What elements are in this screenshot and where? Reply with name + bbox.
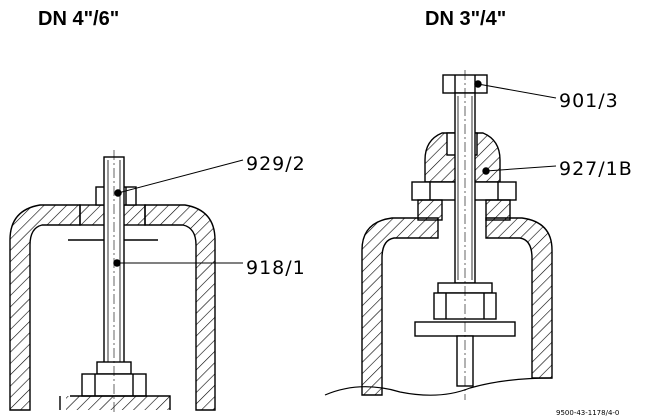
part-label-927-1b: 927/1B bbox=[559, 158, 633, 180]
right-flange-left bbox=[417, 199, 443, 221]
right-assembly bbox=[324, 70, 557, 400]
right-casing-wall-left bbox=[361, 217, 439, 396]
right-flange-right bbox=[485, 199, 511, 221]
left-casing-wall bbox=[9, 204, 81, 411]
title-dn-4-6: DN 4"/6" bbox=[38, 8, 120, 30]
left-casing-wall-right bbox=[144, 204, 216, 411]
right-casing-wall-right bbox=[485, 217, 553, 379]
title-dn-3-4: DN 3"/4" bbox=[425, 8, 507, 30]
left-assembly bbox=[9, 150, 244, 412]
part-label-901-3: 901/3 bbox=[559, 90, 619, 112]
part-label-918-1: 918/1 bbox=[246, 257, 306, 279]
document-number: 9500-43-1178/4-0 bbox=[556, 409, 619, 417]
part-label-929-2: 929/2 bbox=[246, 153, 306, 175]
